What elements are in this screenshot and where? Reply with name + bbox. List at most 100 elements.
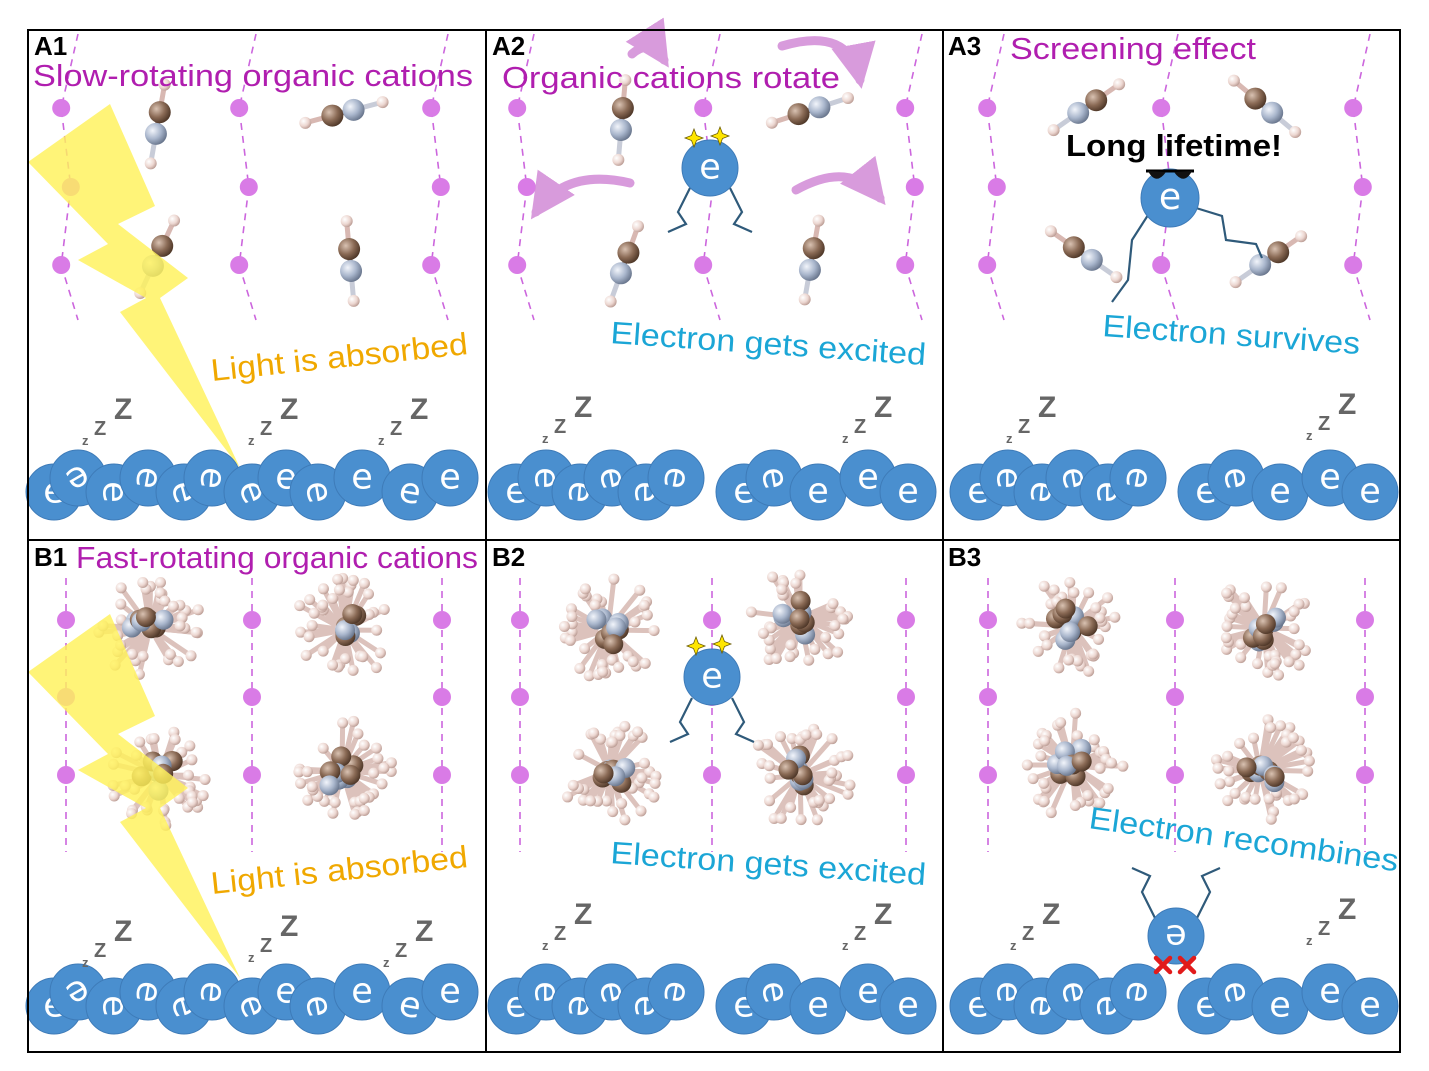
lattice-ion — [1152, 256, 1171, 274]
organic-cation — [765, 92, 854, 129]
electron-arm — [1111, 211, 1151, 303]
panel-b3-caption: Electron recombines — [1087, 800, 1401, 878]
hydrogen-atom — [584, 795, 596, 807]
lattice-ion — [239, 178, 258, 196]
sleep-zzz-icon: zZZ — [82, 915, 132, 970]
hydrogen-atom — [358, 739, 370, 751]
hydrogen-atom — [358, 577, 370, 589]
nitrogen-atom — [340, 259, 363, 282]
svg-text:Z: Z — [280, 910, 298, 943]
hydrogen-atom — [1222, 750, 1234, 762]
electron-symbol: e — [1319, 458, 1341, 498]
hydrogen-atom — [764, 795, 776, 807]
hydrogen-atom — [1016, 617, 1028, 629]
hydrogen-atom — [1273, 669, 1285, 681]
nitrogen-atom — [1080, 248, 1103, 271]
panel-a3-title: Screening effect — [1010, 31, 1256, 66]
sleep-zzz-icon: zZZ — [1306, 388, 1356, 443]
svg-text:Z: Z — [415, 915, 433, 948]
electron-symbol: e — [439, 972, 461, 1012]
svg-text:Z: Z — [1338, 893, 1356, 926]
electron-symbol: e — [439, 458, 461, 498]
rotation-arrow-icon — [530, 169, 635, 220]
electron-body — [1109, 963, 1167, 1021]
hydrogen-atom — [1220, 632, 1232, 644]
hydrogen-atom — [629, 616, 641, 628]
hydrogen-atom — [1289, 125, 1302, 138]
bond — [606, 576, 617, 621]
rotating-cation-cluster — [294, 572, 390, 676]
hydrogen-atom — [1039, 735, 1051, 747]
hydrogen-atom — [317, 599, 329, 611]
hydrogen-atom — [300, 649, 312, 661]
hydrogen-atom — [1045, 807, 1057, 819]
hydrogen-atom — [115, 582, 127, 594]
hydrogen-atom — [1240, 600, 1252, 612]
electron-body — [421, 963, 479, 1021]
lattice-ion — [987, 178, 1006, 196]
hydrogen-atom — [798, 293, 811, 306]
lattice-ion — [52, 99, 71, 117]
electron-symbol: e — [807, 472, 829, 512]
hydrogen-atom — [1293, 639, 1305, 651]
rotating-cation-cluster — [562, 720, 662, 826]
hydrogen-atom — [299, 116, 312, 129]
hydrogen-atom — [1214, 778, 1226, 790]
svg-text:z: z — [248, 950, 255, 965]
organic-cation — [144, 78, 171, 170]
lattice-ion — [1356, 688, 1374, 706]
bond — [808, 776, 851, 797]
hydrogen-atom — [826, 733, 838, 745]
organic-cation — [299, 96, 389, 129]
hydrogen-atom — [811, 814, 823, 826]
nitrogen-atom — [798, 258, 821, 281]
sunglasses-lens — [1174, 171, 1192, 179]
hydrogen-atom — [304, 594, 316, 606]
hydrogen-atom — [1288, 606, 1300, 618]
lattice-line — [60, 33, 79, 321]
svg-text:Z: Z — [554, 923, 566, 945]
hydrogen-atom — [1038, 580, 1050, 592]
hydrogen-atom — [844, 779, 856, 791]
svg-text:Z: Z — [554, 416, 566, 438]
rotating-cation-cluster — [558, 573, 660, 682]
hydrogen-atom — [811, 728, 823, 740]
svg-text:Z: Z — [1318, 918, 1330, 940]
panel-a2-label: A2 — [492, 31, 525, 61]
hydrogen-atom — [638, 757, 650, 769]
hydrogen-atom — [648, 625, 660, 637]
hydrogen-atom — [1290, 648, 1302, 660]
hydrogen-atom — [608, 573, 620, 585]
carbon-atom — [617, 241, 640, 264]
electron-arm — [669, 697, 693, 744]
hydrogen-atom — [169, 734, 181, 746]
sleep-zzz-icon: zZZ — [383, 915, 433, 970]
lattice-line — [1160, 33, 1179, 321]
carbon-atom — [593, 763, 614, 784]
hydrogen-atom — [349, 808, 361, 820]
svg-text:Z: Z — [1042, 898, 1060, 931]
hydrogen-atom — [612, 153, 625, 166]
hydrogen-atom — [1229, 276, 1242, 289]
hydrogen-atom — [619, 720, 631, 732]
svg-text:z: z — [1306, 933, 1313, 948]
hydrogen-atom — [303, 631, 315, 643]
hydrogen-atom — [1094, 612, 1106, 624]
hydrogen-atom — [631, 220, 644, 233]
svg-text:Z: Z — [94, 418, 106, 440]
svg-text:z: z — [1006, 431, 1013, 446]
electron-body — [647, 449, 705, 507]
hydrogen-atom — [1105, 757, 1117, 769]
electron-body — [879, 463, 937, 521]
hydrogen-atom — [566, 611, 578, 623]
hydrogen-atom — [1038, 795, 1050, 807]
svg-text:Z: Z — [260, 418, 272, 440]
hydrogen-atom — [579, 583, 591, 595]
electron: e — [683, 648, 741, 706]
hydrogen-atom — [144, 157, 157, 170]
hydrogen-atom — [342, 586, 354, 598]
svg-text:z: z — [248, 433, 255, 448]
nitrogen-atom — [153, 609, 174, 630]
hydrogen-atom — [1260, 581, 1272, 593]
panel-b1-caption: Light is absorbed — [209, 839, 469, 901]
